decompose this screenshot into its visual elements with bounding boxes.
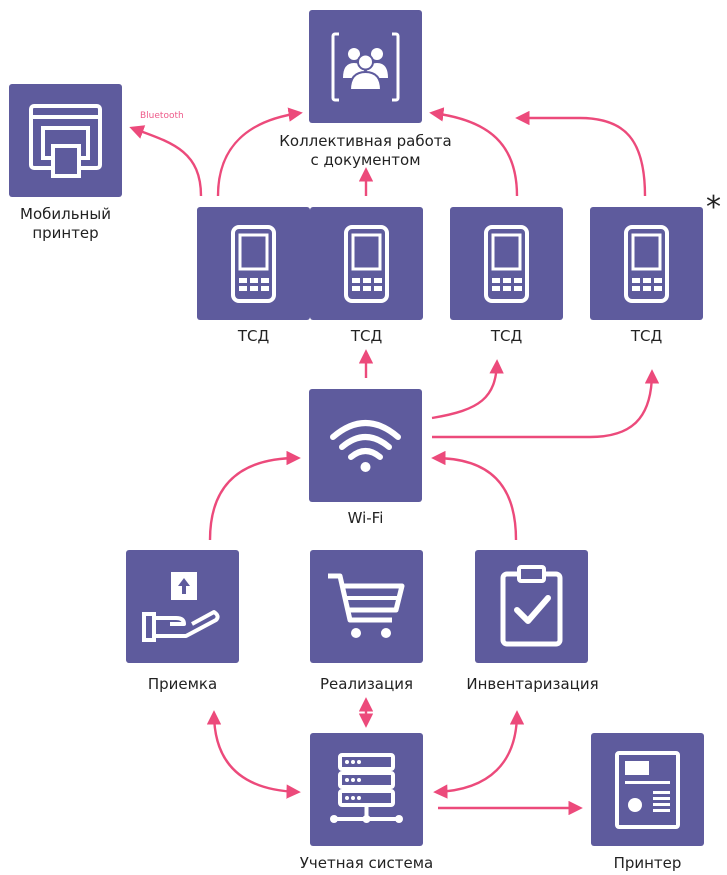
tsd-label-1: ТСД (237, 327, 270, 345)
handheld-terminal-icon (231, 225, 276, 303)
arrow-tsd1-to-mobile-printer (129, 125, 203, 197)
team-icon (331, 30, 400, 105)
tsd-label-3: ТСД (490, 327, 523, 345)
arrow-inventory-accounting (433, 710, 525, 799)
team-label: Коллективная работа с документом (279, 132, 452, 169)
wifi-icon (330, 420, 401, 472)
tsd-node-1[interactable] (197, 207, 310, 320)
receiving-label: Приемка (147, 675, 218, 693)
mobile-printer-icon (29, 104, 102, 178)
mobile-printer-label: Мобильный принтер (20, 205, 111, 242)
printer-icon (615, 751, 680, 829)
inventory-node[interactable] (475, 550, 588, 663)
accounting-label: Учетная система (299, 854, 434, 872)
wifi-node[interactable] (309, 389, 422, 502)
handheld-terminal-icon (624, 225, 669, 303)
server-icon (330, 753, 403, 823)
tsd-label-2: ТСД (350, 327, 383, 345)
accounting-node[interactable] (310, 733, 423, 846)
tsd-label-4: ТСД (630, 327, 663, 345)
clipboard-check-icon (500, 565, 563, 647)
inventory-label: Инвентаризация (466, 675, 599, 693)
tsd-node-4[interactable] (590, 207, 703, 320)
arrow-tsd4-to-team (515, 110, 647, 197)
tsd-node-2[interactable] (310, 207, 423, 320)
sales-label: Реализация (320, 675, 413, 693)
arrow-wifi-to-tsd4 (432, 369, 660, 439)
arrow-receiving-accounting (206, 710, 301, 799)
printer-node[interactable] (591, 733, 704, 846)
arrow-inventory-to-wifi (431, 450, 518, 541)
wifi-label: Wi-Fi (347, 509, 384, 527)
printer-label: Принтер (613, 854, 682, 872)
team-node[interactable] (309, 10, 422, 123)
asterisk-mark: * (706, 190, 721, 225)
arrow-tsd3-to-team (429, 107, 519, 197)
tsd-node-3[interactable] (450, 207, 563, 320)
handheld-terminal-icon (484, 225, 529, 303)
arrow-receiving-to-wifi (208, 450, 301, 541)
receiving-node[interactable] (126, 550, 239, 663)
sales-node[interactable] (310, 550, 423, 663)
cart-icon (328, 573, 405, 638)
arrow-wifi-to-tsd3 (431, 359, 504, 420)
handheld-terminal-icon (344, 225, 389, 303)
arrow-tsd1-to-team (216, 107, 303, 197)
bluetooth-label: Bluetooth (140, 111, 184, 121)
mobile-printer-node[interactable] (9, 84, 122, 197)
receiving-icon (142, 572, 220, 642)
